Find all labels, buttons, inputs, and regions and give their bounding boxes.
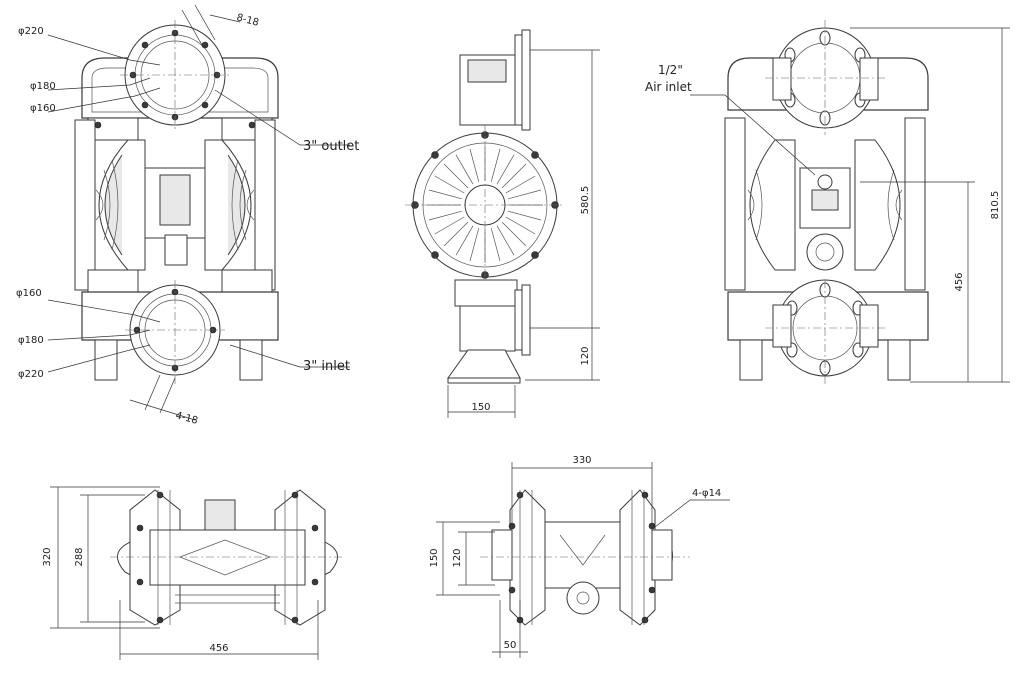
diaphragm-spoke	[434, 175, 465, 194]
dim-bottom-h-outer: 150	[429, 548, 440, 567]
dim-holes-bottom: 4-18	[174, 410, 199, 427]
dim-phi160-bottom: φ160	[16, 288, 42, 299]
diaphragm-spoke	[428, 189, 462, 200]
diaphragm-spoke	[508, 210, 542, 221]
label-air-inlet: Air inlet	[645, 80, 692, 94]
label-outlet: 3" outlet	[303, 139, 359, 154]
diaphragm-spoke	[469, 148, 480, 182]
diaphragm-spoke	[428, 210, 462, 221]
dim-top-height-inner: 288	[74, 547, 85, 566]
diaphragm-spoke	[469, 228, 480, 262]
label-air-inlet-size: 1/2"	[658, 63, 683, 77]
diaphragm-spoke	[455, 225, 474, 256]
diaphragm-spoke	[505, 216, 536, 235]
dim-rear-mid: 456	[954, 272, 965, 291]
diaphragm-spoke	[443, 221, 469, 247]
dim-top-height-outer: 320	[42, 547, 53, 566]
label-inlet: 3" inlet	[303, 359, 350, 374]
diaphragm-spoke	[490, 228, 501, 262]
diaphragm-spoke	[501, 221, 527, 247]
diaphragm-spoke	[434, 216, 465, 235]
dim-rear-total: 810.5	[990, 191, 1001, 220]
bottom-view: 330 4-φ14 150 120 50	[429, 455, 730, 658]
diaphragm-spoke	[508, 189, 542, 200]
rear-view: 1/2" Air inlet 810.5 456	[645, 20, 1010, 385]
dim-phi220-top: φ220	[18, 26, 44, 37]
top-view: 320 288 456	[42, 486, 345, 660]
dim-bottom-holes: 4-φ14	[692, 488, 721, 499]
dim-phi180-bottom: φ180	[18, 335, 44, 346]
diaphragm-spoke	[443, 163, 469, 189]
dim-side-width: 150	[471, 402, 490, 413]
dim-phi180-top: φ180	[30, 81, 56, 92]
dim-side-height: 580.5	[580, 186, 591, 215]
diaphragm-spoke	[496, 225, 515, 256]
dim-phi220-bottom: φ220	[18, 369, 44, 380]
dim-phi160-top: φ160	[30, 103, 56, 114]
front-view: φ220 φ180 φ160 8-18 3" outlet φ160 φ180 …	[16, 4, 359, 427]
dim-top-width: 456	[209, 643, 228, 654]
dim-side-base: 120	[580, 346, 591, 365]
diaphragm-spoke	[501, 163, 527, 189]
diaphragm-spoke	[490, 148, 501, 182]
dim-holes-top: 8-18	[235, 12, 260, 29]
dim-bottom-width: 330	[572, 455, 591, 466]
diaphragm-spoke	[496, 154, 515, 185]
diaphragm-spoke	[505, 175, 536, 194]
side-view: 580.5 120 150	[405, 29, 600, 418]
dim-bottom-h-inner: 120	[452, 548, 463, 567]
diaphragm-spoke	[455, 154, 474, 185]
dim-bottom-small: 50	[504, 640, 517, 651]
